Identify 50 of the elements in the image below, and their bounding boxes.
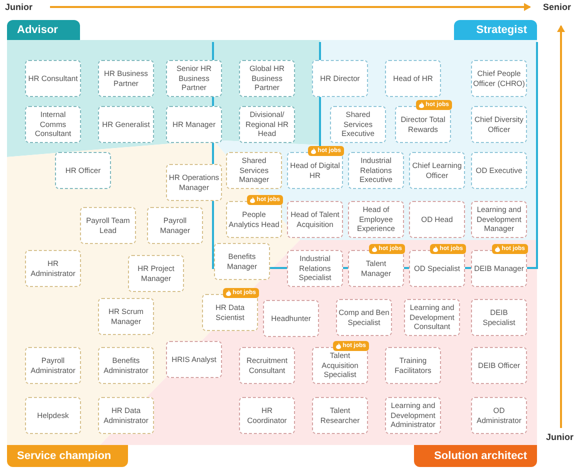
job-box bbox=[348, 201, 404, 238]
job-box bbox=[80, 207, 136, 244]
job-box bbox=[98, 298, 154, 335]
job-box bbox=[409, 152, 465, 189]
job-box bbox=[312, 60, 368, 97]
job-box bbox=[98, 106, 154, 143]
job-box bbox=[166, 341, 222, 378]
job-box bbox=[147, 207, 203, 244]
job-box bbox=[312, 397, 368, 434]
job-box bbox=[25, 60, 81, 97]
job-box bbox=[239, 397, 295, 434]
axis-label: Senior bbox=[543, 2, 572, 12]
job-box bbox=[471, 106, 527, 143]
job-box bbox=[98, 397, 154, 434]
job-box bbox=[226, 152, 282, 189]
job-box bbox=[287, 201, 343, 238]
job-box bbox=[214, 243, 270, 280]
job-box bbox=[330, 106, 386, 143]
job-box bbox=[336, 299, 392, 336]
job-box bbox=[55, 152, 111, 189]
job-box bbox=[25, 106, 81, 143]
job-box bbox=[166, 164, 222, 201]
job-box bbox=[471, 299, 527, 336]
job-box bbox=[471, 347, 527, 384]
job-box bbox=[471, 152, 527, 189]
job-box bbox=[98, 60, 154, 97]
job-box bbox=[25, 397, 81, 434]
job-box bbox=[25, 250, 81, 287]
job-box bbox=[287, 250, 343, 287]
job-box bbox=[471, 60, 527, 97]
job-box bbox=[385, 347, 441, 384]
job-box bbox=[471, 397, 527, 434]
job-box bbox=[166, 106, 222, 143]
job-box bbox=[385, 60, 441, 97]
job-box bbox=[409, 201, 465, 238]
job-box bbox=[239, 106, 295, 143]
quadrant-tab: Solution architect bbox=[414, 445, 537, 467]
quadrant-tab: Strategist bbox=[454, 20, 537, 40]
quadrant-tab: Advisor bbox=[7, 20, 80, 40]
axis-label: Junior bbox=[5, 2, 33, 12]
job-box bbox=[239, 60, 295, 97]
job-box bbox=[239, 347, 295, 384]
job-box bbox=[25, 347, 81, 384]
job-box bbox=[263, 300, 319, 337]
job-box bbox=[166, 60, 222, 97]
job-box bbox=[348, 152, 404, 189]
job-box bbox=[128, 255, 184, 292]
quadrant-tab: Service champion bbox=[7, 445, 128, 467]
job-box bbox=[98, 347, 154, 384]
axis-label: Junior bbox=[546, 432, 574, 442]
